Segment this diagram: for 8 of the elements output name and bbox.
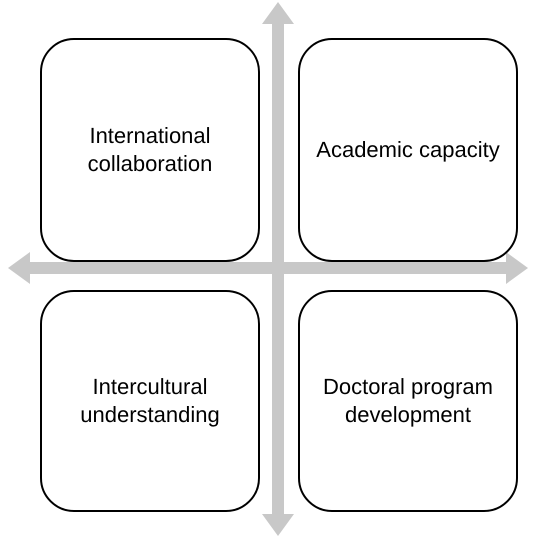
box-label: Academic capacity [315, 136, 501, 164]
rounded-box [40, 38, 260, 262]
rounded-box [298, 290, 518, 512]
box-label: Doctoral program development [322, 373, 494, 429]
box-label: Intercultural understanding [79, 373, 221, 429]
rounded-box [40, 290, 260, 512]
rounded-box [298, 38, 518, 262]
box-label: International collaboration [86, 122, 214, 178]
